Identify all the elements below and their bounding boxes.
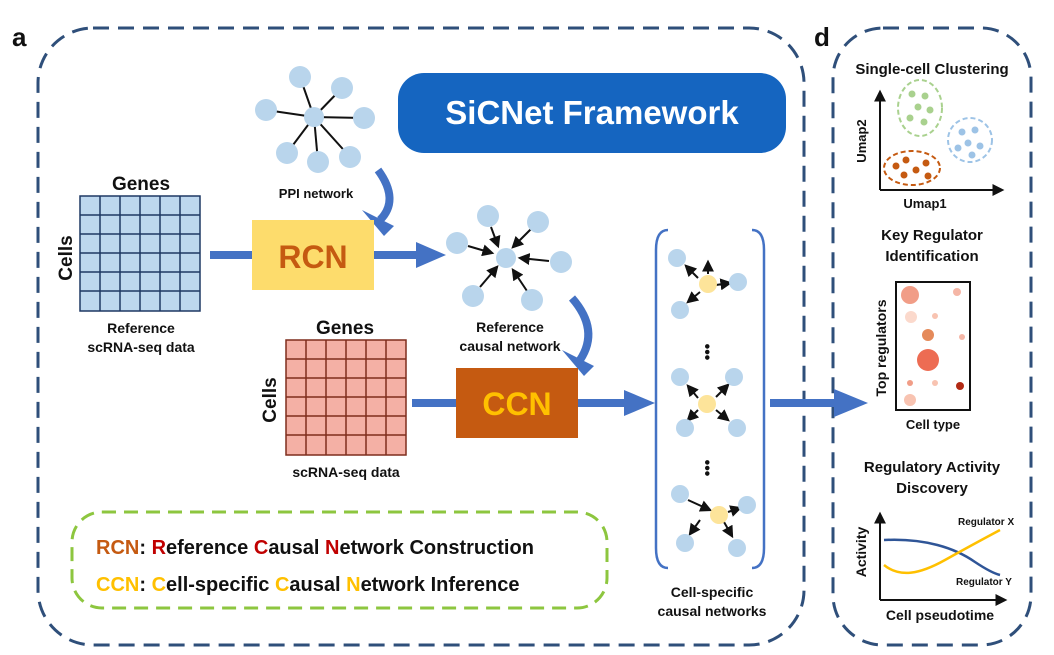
cell-network-1 [668, 249, 747, 319]
activity-xlabel: Cell pseudotime [886, 607, 994, 623]
ppi-curved-arrowhead [362, 210, 394, 236]
refnet-caption-line1: Reference [476, 319, 544, 335]
cell-network-2 [671, 368, 746, 437]
arrowhead-refnet [416, 242, 446, 268]
panel-a-label: a [12, 22, 27, 52]
legend-rcn-rest-3: etwork Construction [339, 537, 533, 559]
legend-rcn-colon: : [139, 537, 151, 559]
activity-line-regulator-x [883, 528, 1001, 575]
ppi-label: PPI network [279, 186, 354, 201]
ppi-curved-arrow [374, 167, 394, 223]
clustering-ylabel: Umap2 [854, 119, 869, 162]
panel-a-frame [36, 26, 806, 647]
legend-rcn-initial-2: C [254, 537, 268, 559]
legend-ccn-rest-2: ausal [289, 574, 346, 596]
legend-rcn-abbr: RCN [96, 537, 139, 559]
refnet-curved-arrowhead [562, 350, 594, 376]
cellnets-bracket-right [751, 228, 766, 570]
cellnets-ellipsis-2: ••• [698, 460, 715, 477]
legend-ccn-line: CCN: Cell-specific Causal Network Infere… [96, 574, 520, 596]
ref-cells-label: Cells [56, 235, 77, 280]
arrowhead-cellnets [624, 390, 655, 416]
reference-causal-network-nodes [446, 205, 572, 311]
framework-title: SiCNet Framework [445, 94, 739, 131]
query-genes-label: Genes [316, 318, 374, 339]
keyreg-bubbles [901, 286, 965, 406]
ccn-box [456, 368, 578, 438]
legend-ccn-initial-2: C [275, 574, 289, 596]
activity-line-regulator-y [883, 538, 1001, 577]
keyreg-title-line1: Key Regulator [881, 227, 983, 244]
cluster-green [897, 79, 943, 137]
arrowhead-a-to-d [834, 389, 868, 417]
reference-matrix-grid [79, 195, 201, 312]
activity-series-x-label: Regulator X [958, 517, 1014, 528]
cellnets-bracket-left [654, 228, 669, 570]
legend-rcn-rest-2: ausal [268, 537, 325, 559]
rcn-box [252, 220, 374, 290]
legend-rcn-line: RCN: Reference Causal Network Constructi… [96, 537, 534, 559]
panel-d-frame [831, 26, 1033, 647]
cluster-blue [947, 117, 993, 163]
activity-axes [874, 511, 1008, 606]
ref-caption-line2: scRNA-seq data [87, 339, 195, 355]
reference-causal-network-edges [467, 226, 550, 292]
legend-ccn-rest-1: ell-specific [166, 574, 275, 596]
cellnets-caption-line1: Cell-specific [671, 584, 754, 600]
ppi-nodes [255, 66, 375, 173]
clustering-axes [874, 89, 1005, 196]
legend-rcn-rest-1: eference [166, 537, 254, 559]
cellnets-ellipsis-1: ••• [698, 344, 715, 361]
legend-ccn-abbr: CCN [96, 574, 139, 596]
query-cells-label: Cells [260, 377, 281, 422]
legend-ccn-initial-1: C [152, 574, 166, 596]
keyreg-title-line2: Identification [885, 248, 978, 265]
ccn-box-label: CCN [482, 386, 551, 422]
activity-ylabel: Activity [853, 527, 869, 578]
legend-ccn-initial-3: N [346, 574, 360, 596]
query-caption: scRNA-seq data [292, 464, 400, 480]
cluster-orange [883, 150, 941, 186]
legend-ccn-colon: : [139, 574, 151, 596]
activity-title-line2: Discovery [896, 480, 968, 497]
cell-network-3 [671, 485, 756, 557]
query-matrix-grid [285, 339, 407, 456]
clustering-xlabel: Umap1 [903, 196, 946, 211]
activity-series-y-label: Regulator Y [956, 577, 1012, 588]
legend-rcn-initial-3: N [325, 537, 339, 559]
ref-caption-line1: Reference [107, 320, 175, 336]
keyreg-xlabel: Cell type [906, 417, 960, 432]
clustering-title: Single-cell Clustering [855, 61, 1008, 78]
refnet-caption-line2: causal network [459, 338, 560, 354]
panel-d-label: d [814, 22, 830, 52]
cellnets-caption-line2: causal networks [658, 603, 767, 619]
rcn-box-label: RCN [278, 239, 347, 275]
framework-title-box [398, 73, 786, 153]
keyreg-ylabel: Top regulators [873, 299, 889, 396]
refnet-curved-arrow [568, 295, 593, 363]
ref-genes-label: Genes [112, 174, 170, 195]
activity-title-line1: Regulatory Activity [864, 459, 1001, 476]
legend-ccn-rest-3: etwork Inference [361, 574, 520, 596]
legend-rcn-initial-1: R [152, 537, 167, 559]
legend-box [70, 510, 609, 610]
